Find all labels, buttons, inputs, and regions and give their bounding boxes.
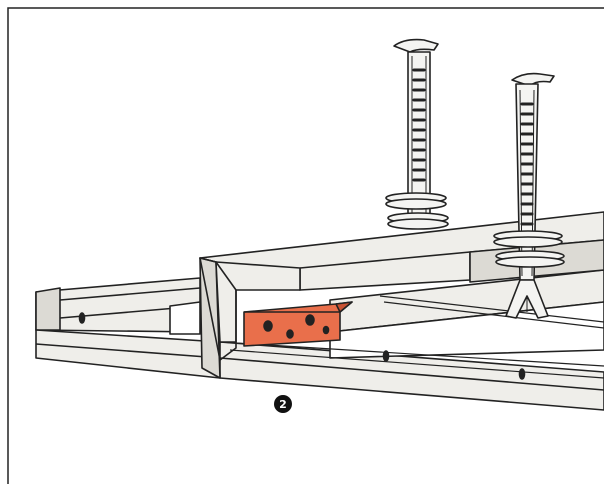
suspension-hanger-icon bbox=[385, 38, 449, 230]
rear-profile bbox=[35, 277, 201, 335]
callout-label: 2 bbox=[279, 398, 287, 411]
suspension-hanger-icon bbox=[493, 72, 565, 319]
callout-badge: 2 bbox=[274, 395, 292, 413]
profile-connector-clip-icon bbox=[243, 301, 353, 347]
cross-profile-end bbox=[199, 257, 301, 379]
diagram-frame-border bbox=[7, 7, 604, 484]
callout-circle bbox=[274, 395, 292, 413]
